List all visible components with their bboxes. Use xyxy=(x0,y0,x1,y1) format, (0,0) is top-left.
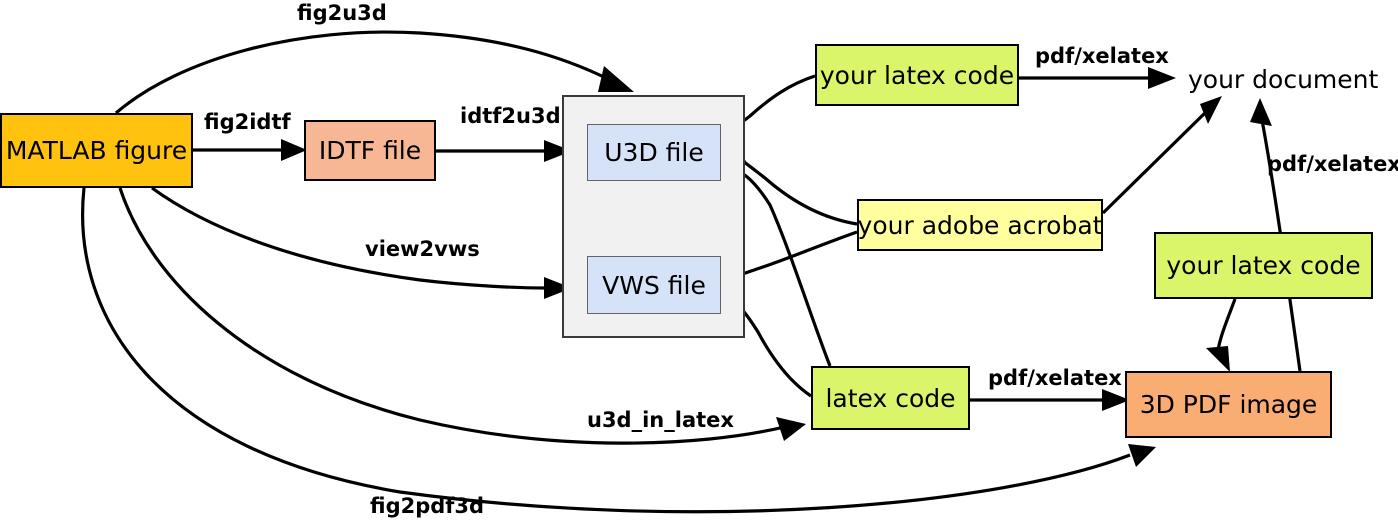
edge-idtf-to-u3d xyxy=(436,140,572,162)
edge-label-view2vws: view2vws xyxy=(365,237,480,261)
edge-matlab-to-vws xyxy=(151,186,572,299)
node-your-latex-code-bottom-label: your latex code xyxy=(1166,251,1361,280)
edge-label-fig2pdf3d: fig2pdf3d xyxy=(370,494,485,518)
text-your-document: your document xyxy=(1188,65,1379,94)
edge-matlab-to-u3d xyxy=(114,30,634,115)
node-pdf-3d-image[interactable]: 3D PDF image xyxy=(1125,371,1332,438)
node-latex-code[interactable]: latex code xyxy=(811,366,970,430)
edge-yourlatexbottom-to-pdf3d xyxy=(1206,298,1237,372)
node-idtf-file[interactable]: IDTF file xyxy=(304,120,436,181)
edge-label-fig2idtf: fig2idtf xyxy=(204,110,291,134)
node-your-latex-code-top-label: your latex code xyxy=(819,60,1015,90)
edge-label-u3d-in-latex: u3d_in_latex xyxy=(587,408,734,432)
edge-matlab-to-latexcode xyxy=(118,187,806,445)
edge-label-pdfxelatex-top: pdf/xelatex xyxy=(1035,44,1169,68)
edge-yourlatex-to-document xyxy=(1019,67,1176,89)
edge-label-pdfxelatex-right: pdf/xelatex xyxy=(1267,152,1398,176)
node-your-latex-code-bottom[interactable]: your latex code xyxy=(1154,232,1373,299)
edge-label-pdfxelatex-bottom: pdf/xelatex xyxy=(988,366,1122,390)
node-matlab-figure-label: MATLAB figure xyxy=(5,136,188,165)
node-pdf-3d-image-label: 3D PDF image xyxy=(1139,390,1318,419)
node-idtf-file-label: IDTF file xyxy=(318,136,422,165)
node-matlab-figure[interactable]: MATLAB figure xyxy=(0,113,193,188)
edge-label-idtf2u3d: idtf2u3d xyxy=(460,104,561,128)
node-vws-file[interactable]: VWS file xyxy=(587,256,721,314)
node-your-latex-code-top[interactable]: your latex code xyxy=(815,44,1019,106)
edge-latexcode-to-pdf3d xyxy=(970,389,1130,411)
edge-matlab-to-idtf xyxy=(193,139,307,161)
node-u3d-file[interactable]: U3D file xyxy=(587,124,721,181)
edge-label-fig2u3d: fig2u3d xyxy=(297,1,387,25)
node-your-adobe-acrobat[interactable]: your adobe acrobat xyxy=(857,199,1103,251)
edge-acrobat-to-document xyxy=(1101,96,1222,215)
node-vws-file-label: VWS file xyxy=(602,270,706,300)
edge-matlab-to-pdf3d xyxy=(81,187,1156,514)
node-u3d-file-label: U3D file xyxy=(604,138,704,167)
node-latex-code-label: latex code xyxy=(825,383,956,413)
node-your-adobe-acrobat-label: your adobe acrobat xyxy=(857,210,1103,240)
